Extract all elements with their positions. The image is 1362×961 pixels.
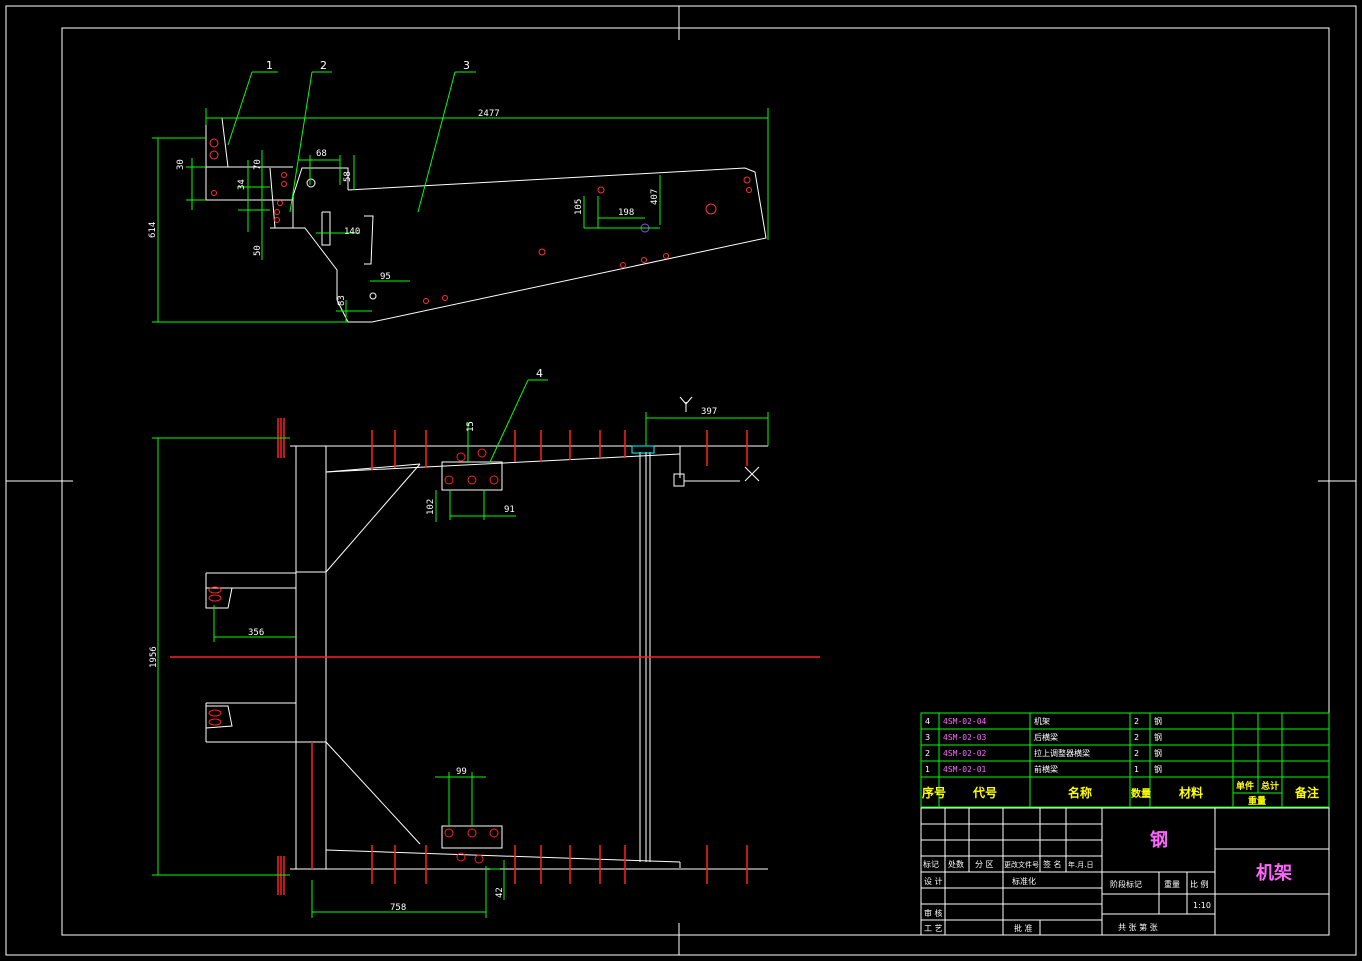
standard-label: 标准化 bbox=[1012, 876, 1036, 886]
bom-row-4-no: 1 bbox=[925, 765, 930, 774]
bom-row-2-no: 3 bbox=[925, 733, 930, 742]
bom-table: 4 4SM-02-04 机架 2 钢 3 4SM-02-03 后横梁 2 钢 2… bbox=[920, 712, 1330, 808]
dim-15: 15 bbox=[466, 421, 476, 432]
bom-row-2-name: 后横梁 bbox=[1034, 732, 1058, 742]
bom-row-3-no: 2 bbox=[925, 749, 930, 758]
rev-count: 处数 bbox=[948, 859, 964, 869]
bom-row-1-qty: 2 bbox=[1134, 717, 1139, 726]
part-label-4: 4 bbox=[536, 367, 543, 380]
dim-95: 95 bbox=[380, 272, 391, 282]
dim-614: 614 bbox=[148, 222, 158, 238]
dim-1956: 1956 bbox=[149, 646, 159, 668]
dim-42: 42 bbox=[495, 887, 505, 898]
dim-83: 83 bbox=[337, 295, 347, 306]
part-label-3: 3 bbox=[463, 59, 470, 72]
dim-70: 70 bbox=[253, 159, 263, 170]
bom-row-3-qty: 2 bbox=[1134, 749, 1139, 758]
bom-row-1-code: 4SM-02-04 bbox=[943, 717, 987, 726]
dim-91: 91 bbox=[504, 505, 515, 515]
design-label: 设 计 bbox=[924, 876, 943, 886]
bom-row-3-material: 钢 bbox=[1154, 748, 1162, 758]
bom-row-4-material: 钢 bbox=[1154, 764, 1162, 774]
bom-header-code: 代号 bbox=[972, 785, 997, 800]
bom-row-1-no: 4 bbox=[925, 717, 930, 726]
scale-value: 1:10 bbox=[1193, 901, 1211, 910]
drawing-frame bbox=[5, 5, 1357, 956]
part-label-2: 2 bbox=[320, 59, 327, 72]
bom-row-2-code: 4SM-02-03 bbox=[943, 733, 987, 742]
dim-2477: 2477 bbox=[478, 109, 500, 119]
bom-row-2-material: 钢 bbox=[1154, 732, 1162, 742]
bom-row-1-name: 机架 bbox=[1034, 716, 1050, 726]
rev-date: 年.月.日 bbox=[1068, 860, 1093, 869]
part-label-1: 1 bbox=[266, 59, 273, 72]
rev-docno: 更改文件号 bbox=[1004, 860, 1039, 869]
title-block: 标记 处数 分 区 更改文件号 签 名 年.月.日 设 计 标准化 审 核 工 … bbox=[920, 807, 1330, 936]
dim-58: 58 bbox=[343, 171, 353, 182]
dim-758: 758 bbox=[390, 903, 406, 913]
dim-140: 140 bbox=[344, 227, 360, 237]
bom-row-3-code: 4SM-02-02 bbox=[943, 749, 987, 758]
bom-header-name: 名称 bbox=[1068, 785, 1092, 800]
bom-header-total: 总计 bbox=[1261, 780, 1279, 792]
bom-header-no: 序号 bbox=[922, 785, 946, 800]
weight-label: 重量 bbox=[1164, 879, 1180, 889]
dim-68: 68 bbox=[316, 149, 327, 159]
bom-row-3-name: 拉上调整器横梁 bbox=[1034, 748, 1090, 758]
dim-30: 30 bbox=[176, 159, 186, 170]
bom-row-1-material: 钢 bbox=[1154, 716, 1162, 726]
dim-105: 105 bbox=[574, 199, 584, 215]
bom-header-unit: 单件 bbox=[1236, 780, 1254, 792]
material-cell: 钢 bbox=[1150, 829, 1168, 851]
bom-row-4-code: 4SM-02-01 bbox=[943, 765, 987, 774]
dim-34: 34 bbox=[237, 179, 247, 190]
plan-view: 397 15 102 91 356 1956 99 758 42 4 Y X bbox=[149, 367, 820, 918]
rev-sign: 签 名 bbox=[1043, 859, 1062, 869]
dim-50: 50 bbox=[253, 245, 263, 256]
scale-label: 比 例 bbox=[1190, 879, 1209, 889]
dim-99: 99 bbox=[456, 767, 467, 777]
bom-header-material: 材料 bbox=[1178, 785, 1203, 800]
approve-label: 批 准 bbox=[1014, 923, 1033, 933]
bom-header-remark: 备注 bbox=[1294, 785, 1319, 800]
stage-label: 阶段标记 bbox=[1110, 879, 1142, 889]
review-label: 审 核 bbox=[924, 908, 943, 918]
side-view: 2477 30 614 68 58 34 70 50 140 95 83 105… bbox=[148, 59, 769, 323]
bom-row-4-name: 前横梁 bbox=[1034, 764, 1058, 774]
rev-mark: 标记 bbox=[923, 859, 939, 869]
dim-397: 397 bbox=[701, 407, 717, 417]
dim-356: 356 bbox=[248, 628, 264, 638]
bom-header-qty: 数量 bbox=[1131, 787, 1151, 800]
dim-407: 407 bbox=[650, 189, 660, 205]
bom-row-4-qty: 1 bbox=[1134, 765, 1139, 774]
dim-198: 198 bbox=[618, 208, 634, 218]
bom-row-2-qty: 2 bbox=[1134, 733, 1139, 742]
process-label: 工 艺 bbox=[924, 924, 943, 933]
rev-zone: 分 区 bbox=[975, 860, 994, 869]
sheets-label: 共 张 第 张 bbox=[1118, 922, 1158, 932]
dim-102: 102 bbox=[426, 499, 436, 515]
bom-header-weight: 重量 bbox=[1248, 795, 1266, 807]
drawing-title: 机架 bbox=[1256, 862, 1292, 884]
